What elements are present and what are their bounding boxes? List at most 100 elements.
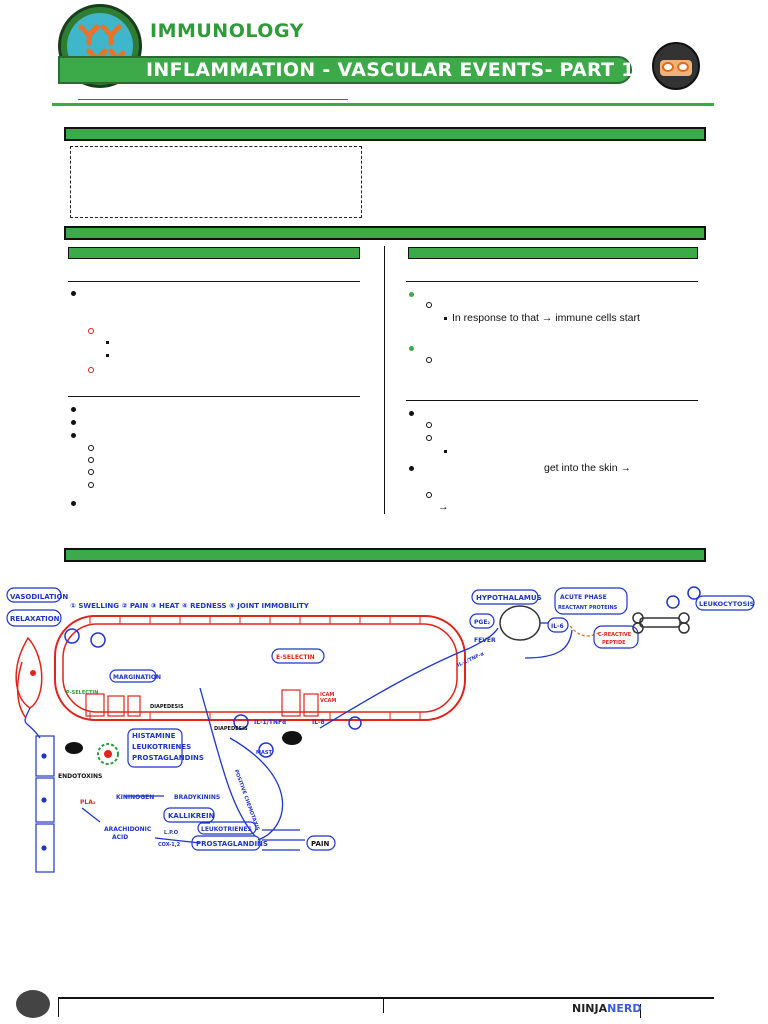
label-prostaglandins-2: PROSTAGLANDINS [196, 840, 268, 848]
text-line: In response to that → immune cells start [452, 312, 640, 324]
label-icam: ICAM [320, 692, 334, 698]
sub-sub-bullet [106, 341, 109, 344]
subsection-bar-right [408, 247, 698, 259]
label-histamine: HISTAMINE [132, 732, 176, 740]
label-vcam: VCAM [320, 698, 336, 704]
bacteria-icon [282, 731, 302, 745]
label-il6: IL-6 [551, 623, 564, 630]
sub-sub-bullet [444, 450, 447, 453]
inflammation-diagram: VASODILATION RELAXATION ① SWELLING ② PAI… [6, 586, 755, 873]
ninja-footer-icon [16, 990, 50, 1018]
footer-divider [58, 997, 59, 1017]
brand-part-b: NERD [607, 1002, 642, 1015]
sub-bullet [88, 469, 94, 475]
footer-divider [640, 1004, 641, 1018]
label-c-reactive: C-REACTIVE [598, 632, 632, 638]
label-leukocytosis: LEUKOCYTOSIS [699, 600, 755, 608]
mast-cell-icon [97, 743, 119, 765]
label-arachidonic: ARACHIDONIC [104, 826, 152, 833]
label-signs: ① SWELLING ② PAIN ③ HEAT ④ REDNESS ⑤ JOI… [70, 602, 310, 610]
brand-part-a: NINJA [572, 1002, 608, 1015]
label-reactant-proteins: REACTANT PROTEINS [558, 605, 618, 611]
label-il8: IL-8 [312, 719, 325, 726]
page-title: INFLAMMATION - VASCULAR EVENTS- PART 1 [146, 59, 635, 81]
left-rule-2 [68, 396, 360, 397]
leukocyte-icon [666, 595, 680, 609]
sub-bullet [88, 328, 94, 334]
sub-bullet [426, 357, 432, 363]
label-vasodilation: VASODILATION [10, 593, 68, 601]
label-il1-tnfa: IL-1/TNFα [254, 719, 286, 726]
label-cox: COX-1,2 [158, 842, 181, 848]
pathway-arrows [24, 622, 573, 851]
right-rule-2 [406, 400, 698, 401]
notes-box [70, 146, 362, 218]
section-bar-1 [64, 127, 706, 141]
bone-icon [632, 612, 690, 634]
label-leukotrienes: LEUKOTRIENES [132, 743, 191, 751]
sub-bullet [426, 422, 432, 428]
label-kininogen: KININOGEN [116, 794, 154, 801]
subsection-bar-left [68, 247, 360, 259]
bullet [71, 501, 76, 506]
label-endotoxins: ENDOTOXINS [58, 773, 102, 780]
label-leukotrienes-2: LEUKOTRIENES [201, 826, 252, 833]
bullet [71, 433, 76, 438]
sub-bullet [88, 457, 94, 463]
section-bar-3 [64, 548, 706, 562]
bullet [71, 420, 76, 425]
label-fever: FEVER [474, 637, 496, 644]
footer-rule [58, 997, 714, 999]
text-line: → [438, 501, 449, 513]
sub-sub-bullet [106, 354, 109, 357]
label-e-selectin: E-SELECTIN [276, 654, 315, 661]
label-prostaglandins: PROSTAGLANDINS [132, 754, 204, 762]
brain-icon [499, 605, 541, 641]
label-il1-tnf-right: IL-1/TNF-α [456, 651, 485, 669]
leukocyte-icon [687, 586, 701, 600]
orange-arrow [569, 625, 601, 637]
bacteria-icon [65, 742, 83, 754]
sub-bullet [88, 445, 94, 451]
sub-bullet [88, 367, 94, 373]
sub-sub-bullet [444, 317, 447, 320]
sub-bullet [426, 302, 432, 308]
sub-bullet [426, 492, 432, 498]
bullet [409, 411, 414, 416]
blood-vessel [54, 615, 466, 721]
text-line: get into the skin → [544, 462, 631, 474]
title-banner [58, 56, 632, 84]
leukocyte-icon [233, 714, 249, 730]
footer-divider [383, 997, 384, 1013]
underline-link [78, 99, 348, 100]
bullet [409, 346, 414, 351]
label-relaxation: RELAXATION [10, 615, 60, 623]
header-divider [52, 103, 714, 106]
ninja-mascot-icon [652, 42, 700, 90]
label-diapedesis: DIAPEDESIS [150, 704, 184, 710]
label-pain: PAIN [311, 840, 330, 848]
label-peptide: PEPTIDE [602, 640, 626, 646]
bullet [409, 466, 414, 471]
label-mast: MAST [256, 750, 272, 756]
label-pge2: PGE₂ [474, 619, 490, 626]
label-margination: MARGINATION [113, 674, 161, 681]
bullet [71, 407, 76, 412]
leukocyte-icon [258, 742, 274, 758]
label-p-selectin: P-SELECTIN [66, 690, 98, 696]
endothelial-junction [85, 689, 319, 717]
right-rule-1 [406, 281, 698, 282]
subject-label: IMMUNOLOGY [150, 20, 304, 42]
section-bar-2 [64, 226, 706, 240]
sub-bullet [426, 435, 432, 441]
leukocyte-icon [90, 632, 106, 648]
label-kallikrein: KALLIKREIN [168, 812, 215, 820]
column-divider [384, 246, 385, 514]
red-arrow [16, 661, 27, 719]
label-diapedesis-2: DIAPEDESIS [214, 726, 248, 732]
leukocyte-icon [64, 628, 80, 644]
label-lpo: L.P.O [164, 830, 178, 836]
label-acute-phase: ACUTE PHASE [560, 594, 607, 601]
label-hypothalamus: HYPOTHALAMUS [476, 594, 542, 602]
sub-bullet [88, 482, 94, 488]
